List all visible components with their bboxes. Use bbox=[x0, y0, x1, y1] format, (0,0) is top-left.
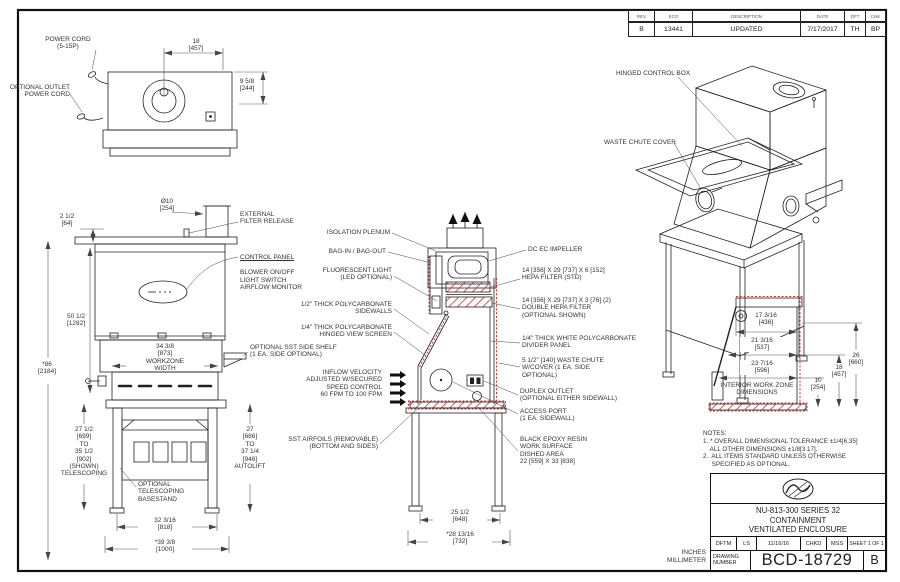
inflow-arrows bbox=[390, 371, 406, 406]
dim-28-13-16: *28 13/16 [732] bbox=[446, 531, 474, 546]
drawing-title: NU-813-300 SERIES 32 CONTAINMENT VENTILA… bbox=[711, 503, 885, 536]
dim-18-interior: 18 [457] bbox=[831, 364, 847, 379]
drawing-number: BCD-18729 bbox=[761, 550, 853, 569]
hinged-control-box-label: HINGED CONTROL BOX bbox=[616, 70, 691, 77]
control-panel-title: CONTROL PANEL bbox=[240, 254, 295, 262]
front-view-drawing bbox=[74, 205, 247, 514]
title-block: NU-813-300 SERIES 32 CONTAINMENT VENTILA… bbox=[710, 473, 886, 571]
title-info-row: DFTM LS 11/16/16 CHKD MSS SHEET 1 OF 1 bbox=[711, 536, 885, 550]
chk-col-header: CHK bbox=[866, 11, 885, 22]
interior-work-zone-label: INTERIOR WORK ZONE DIMENSIONS bbox=[720, 382, 794, 397]
chkd-label: CHKD bbox=[801, 537, 827, 550]
optional-sst-side-shelf-label: OPTIONAL SST SIDE SHELF (1 EA. SIDE OPTI… bbox=[250, 344, 337, 359]
dim-50-1-2: 50 1/2 [1282] bbox=[66, 313, 86, 328]
dim-telescoping: 27 1/2 [699] TO 35 1/2 [902] (SHOWN) TEL… bbox=[60, 426, 108, 478]
red-dashed-accents bbox=[408, 256, 506, 410]
logo-row bbox=[711, 474, 885, 503]
dftm-label: DFTM bbox=[711, 537, 737, 550]
rev-col-header: REV bbox=[629, 11, 655, 22]
leader-lines bbox=[69, 49, 743, 488]
drawing-number-label: DRAWING NUMBER bbox=[711, 550, 751, 570]
control-panel-items: BLOWER ON/OFF LIGHT SWITCH AIRFLOW MONIT… bbox=[240, 269, 302, 292]
eco-col-header: ECO bbox=[655, 11, 693, 22]
rev-value: B bbox=[629, 23, 655, 36]
section-view-drawing bbox=[390, 212, 507, 512]
hepa-filter-std-label: 14 [356] X 29 [737] X 6 [152] HEPA FILTE… bbox=[522, 267, 605, 282]
chkd-value: MSS bbox=[827, 537, 848, 550]
dim-32-3-16: 32 3/16 [818] bbox=[154, 517, 176, 532]
dftm-value: LS bbox=[737, 537, 757, 550]
dim-autolift: 27 [686] TO 37 1/4 [946] AUTOLIFT bbox=[234, 426, 266, 471]
work-surface-label: BLACK EPOXY RESIN WORK SURFACE DISHED AR… bbox=[520, 436, 588, 466]
isometric-view-drawing bbox=[634, 65, 843, 404]
units-note: INCHES MILLIMETER bbox=[666, 549, 706, 564]
revision-table-row: B 13441 UPDATED 7/17/2017 TH BP bbox=[629, 23, 885, 36]
bag-in-bag-out-label: BAG-IN / BAG-OUT bbox=[328, 248, 386, 255]
dim-18-top: 18 [457] bbox=[188, 38, 204, 53]
access-port-label: ACCESS PORT (1 EA. SIDEWALL) bbox=[520, 408, 575, 423]
dim-2-1-2: 2 1/2 [64] bbox=[59, 213, 75, 228]
date-value: 7/17/2017 bbox=[801, 23, 845, 36]
dftm-date: 11/16/16 bbox=[757, 537, 801, 550]
dc-ec-impeller-label: DC EC IMPELLER bbox=[528, 246, 583, 253]
dim-17-3-16: 17 3/16 [436] bbox=[755, 312, 777, 327]
hinged-view-screen-label: 1/4" THICK POLYCARBONATE HINGED VIEW SCR… bbox=[300, 324, 392, 339]
fluorescent-light-label: FLUORESCENT LIGHT (LED OPTIONAL) bbox=[322, 267, 392, 282]
nuaire-logo bbox=[782, 478, 814, 500]
sheet-info: SHEET 1 OF 1 bbox=[849, 540, 884, 547]
top-view-drawing bbox=[76, 71, 238, 157]
optional-outlet-power-cord-label: OPTIONAL OUTLET POWER CORD bbox=[9, 84, 70, 99]
dim-25-1-2: 25 1/2 [648] bbox=[450, 509, 470, 524]
description-value: UPDATED bbox=[693, 23, 801, 36]
waste-chute-label: 5 1/2" [140] WASTE CHUTE W/COVER (1 EA. … bbox=[522, 357, 604, 379]
isolation-plenum-label: ISOLATION PLENUM bbox=[326, 229, 390, 236]
dim-workzone-width: 34 3/8 [873] WORKZONE WIDTH bbox=[145, 343, 185, 373]
inflow-velocity-label: INFLOW VELOCITY ADJUSTED W/SECURED SPEED… bbox=[306, 369, 382, 399]
dim-26: 26 [660] bbox=[848, 352, 864, 367]
duplex-outlet-label: DUPLEX OUTLET (OPTIONAL EITHER SIDEWALL) bbox=[520, 388, 618, 403]
power-cord-label: POWER CORD (5-15P) bbox=[45, 36, 91, 51]
eco-value: 13441 bbox=[655, 23, 693, 36]
control-panel-label: CONTROL PANEL BLOWER ON/OFF LIGHT SWITCH… bbox=[240, 247, 324, 299]
drawing-border bbox=[16, 8, 888, 573]
double-hepa-filter-label: 14 [356] X 29 [737] X 3 [76] (2) DOUBLE … bbox=[522, 297, 611, 319]
dim-86: *86 [2184] bbox=[31, 361, 63, 376]
sst-airfoils-label: SST AIRFOILS (REMOVABLE) (BOTTOM AND SID… bbox=[288, 436, 378, 451]
dft-col-header: DFT bbox=[845, 11, 866, 22]
dim-21-3-16: 21 3/16 [537] bbox=[740, 337, 784, 352]
notes-block: NOTES: 1. * OVERALL DIMENSIONAL TOLERANC… bbox=[703, 430, 858, 469]
external-filter-release-label: EXTERNAL FILTER RELEASE bbox=[240, 211, 294, 226]
dim-9-5-8: 9 5/8 [244] bbox=[239, 78, 255, 93]
optional-telescoping-basestand-label: OPTIONAL TELESCOPING BASESTAND bbox=[138, 481, 185, 503]
dimension-lines bbox=[45, 48, 862, 560]
dim-23-7-16: 23 7/16 [596] bbox=[740, 360, 784, 375]
revision-table-header: REV ECO DESCRIPTION DATE DFT CHK bbox=[629, 11, 885, 23]
dim-39-3-8: *39 3/8 [1000] bbox=[154, 539, 176, 554]
drawing-number-row: DRAWING NUMBER BCD-18729 B bbox=[711, 549, 885, 570]
polycarbonate-sidewalls-label: 1/2" THICK POLYCARBONATE SIDEWALLS bbox=[300, 301, 392, 316]
dim-dia-10: Ø10 [254] bbox=[159, 198, 175, 213]
drawing-revision: B bbox=[863, 550, 885, 570]
chk-value: BP bbox=[870, 26, 881, 33]
divider-panel-label: 1/4" THICK WHITE POLYCARBONATE DIVIDER P… bbox=[522, 335, 636, 350]
dft-value: TH bbox=[845, 23, 866, 36]
waste-chute-cover-label: WASTE CHUTE COVER bbox=[604, 139, 676, 146]
date-col-header: DATE bbox=[801, 11, 845, 22]
description-col-header: DESCRIPTION bbox=[693, 11, 801, 22]
revision-table: REV ECO DESCRIPTION DATE DFT CHK B 13441… bbox=[628, 10, 886, 37]
dim-10: 10 [254] bbox=[810, 377, 826, 392]
interior-detail-drawing bbox=[708, 296, 808, 412]
